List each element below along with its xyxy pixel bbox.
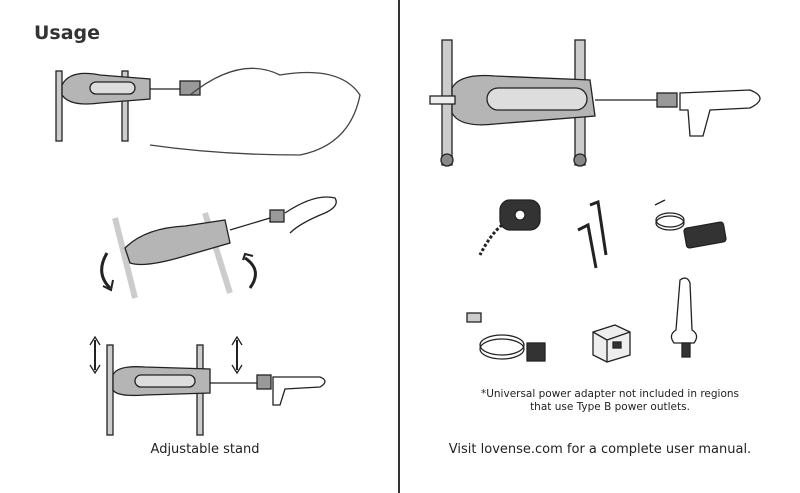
adjustable-stand-caption: Adjustable stand bbox=[150, 442, 260, 457]
usage-illustration bbox=[55, 67, 361, 156]
attachment-icon bbox=[670, 277, 698, 358]
usage-heading: Usage bbox=[34, 22, 101, 44]
allen-keys-icon bbox=[577, 200, 608, 269]
power-cord-icon bbox=[466, 312, 546, 362]
plug-adapter-icon bbox=[592, 324, 631, 363]
note-line-1: *Universal power adapter not included in… bbox=[480, 388, 740, 400]
power-adapter-note: *Universal power adapter not included in… bbox=[440, 388, 780, 414]
manual-link-caption: Visit lovense.com for a complete user ma… bbox=[448, 442, 752, 457]
machine-illustration bbox=[429, 39, 761, 167]
height-adjust-illustration bbox=[89, 335, 326, 436]
note-line-2: that use Type B power outlets. bbox=[530, 401, 690, 413]
rotation-illustration bbox=[100, 196, 337, 299]
remote-icon bbox=[478, 199, 541, 256]
power-adapter-icon bbox=[654, 199, 727, 249]
column-divider bbox=[398, 0, 400, 493]
